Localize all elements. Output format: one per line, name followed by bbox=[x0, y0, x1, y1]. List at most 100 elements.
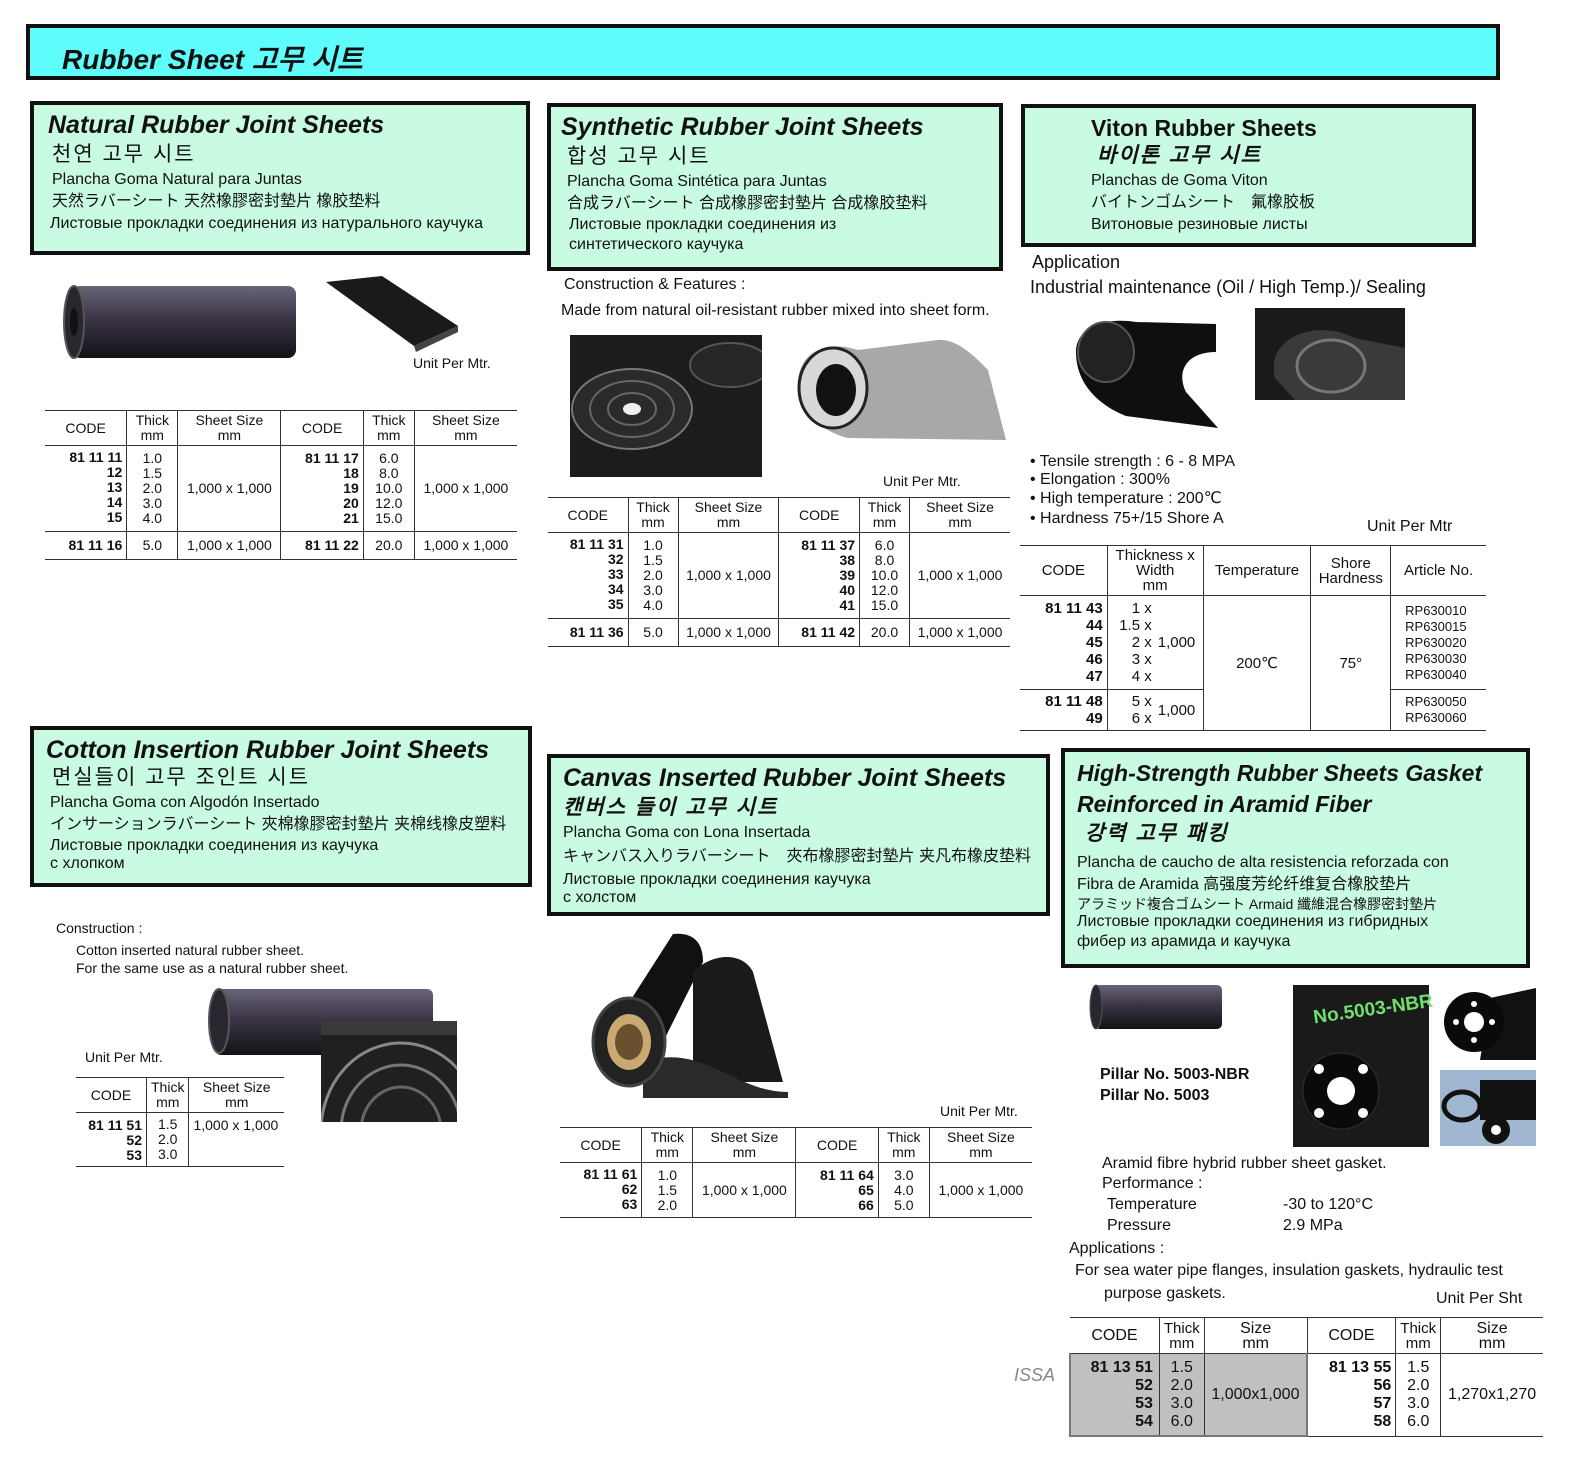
cotton-thick: 1.5 2.0 3.0 bbox=[145, 1112, 189, 1167]
natural-header: Natural Rubber Joint Sheets 천연 고무 시트 Pla… bbox=[30, 101, 530, 255]
canvas-size-left: 1,000 x 1,000 bbox=[692, 1162, 796, 1218]
synthetic-title: Synthetic Rubber Joint Sheets bbox=[561, 113, 924, 141]
viton-thick-1: 1 x 1.5 x 2 x 3 x 4 x bbox=[1119, 600, 1152, 685]
natural-asian: 天然ラバーシート 天然橡膠密封墊片 橡胶垫料 bbox=[52, 193, 381, 210]
table-row: 81 11 11 12 13 14 15 1.0 1.5 2.0 3.0 4.0… bbox=[45, 445, 517, 532]
cotton-closeup-image bbox=[321, 1021, 457, 1122]
table-row: 81 11 61 62 63 1.0 1.5 2.0 1,000 x 1,000… bbox=[560, 1162, 1032, 1218]
table-row: 81 11 36 5.0 1,000 x 1,000 81 11 42 20.0… bbox=[548, 618, 1010, 647]
cotton-asian: インサーションラバーシート 夾棉橡膠密封墊片 夹棉线橡皮塑料 bbox=[50, 816, 507, 833]
aramid-issa-mark: ISSA bbox=[1014, 1365, 1056, 1385]
synthetic-size-36: 1,000 x 1,000 bbox=[677, 618, 779, 647]
synthetic-codes-left: 81 11 31 32 33 34 35 bbox=[569, 536, 624, 612]
viton-application-label: Application bbox=[1032, 252, 1121, 272]
aramid-product-tag: No.5003-NBR bbox=[1312, 990, 1435, 1029]
viton-feature-3: • High temperature : 200℃ bbox=[1030, 490, 1222, 507]
viton-col-article: Article No. bbox=[1390, 545, 1486, 596]
aramid-header: High-Strength Rubber Sheets Gasket Reinf… bbox=[1061, 748, 1530, 968]
aramid-description: Aramid fibre hybrid rubber sheet gasket. bbox=[1102, 1155, 1387, 1172]
table-row: 81 11 48 49 5 x 6 x 1,000 RP630050 RP630… bbox=[1020, 689, 1486, 731]
synthetic-russian2: синтетического каучука bbox=[569, 236, 744, 253]
viton-articles-1: RP630010 RP630015 RP630020 RP630030 RP63… bbox=[1390, 595, 1486, 690]
natural-size-right: 1,000 x 1,000 bbox=[413, 445, 517, 532]
natural-thick-right: 6.0 8.0 10.0 12.0 15.0 bbox=[362, 445, 415, 532]
natural-size-16: 1,000 x 1,000 bbox=[177, 531, 281, 560]
natural-korean: 천연 고무 시트 bbox=[52, 143, 196, 166]
natural-col-code1: CODE bbox=[45, 410, 127, 446]
viton-application-text: Industrial maintenance (Oil / High Temp.… bbox=[1030, 277, 1426, 297]
cotton-col-code: CODE bbox=[76, 1077, 147, 1113]
cotton-spanish: Plancha Goma con Algodón Insertado bbox=[50, 794, 320, 811]
synthetic-code-36: 81 11 36 bbox=[548, 618, 629, 647]
synthetic-col-code1: CODE bbox=[548, 497, 629, 533]
synthetic-size-left: 1,000 x 1,000 bbox=[677, 532, 779, 619]
viton-col-code: CODE bbox=[1020, 545, 1108, 596]
aramid-spanish1: Plancha de caucho de alta resistencia re… bbox=[1077, 854, 1449, 871]
aramid-thick-right: 1.5 2.0 3.0 6.0 bbox=[1395, 1353, 1441, 1437]
aramid-temperature-value: -30 to 120°C bbox=[1283, 1196, 1374, 1213]
synthetic-thick-right: 6.0 8.0 10.0 12.0 15.0 bbox=[859, 532, 910, 619]
synthetic-russian1: Листовые прокладки соединения из bbox=[569, 216, 837, 233]
synthetic-korean: 합성 고무 시트 bbox=[567, 145, 711, 168]
natural-russian: Листовые прокладки соединения из натурал… bbox=[50, 215, 484, 232]
aramid-russian2: фибер из арамида и каучука bbox=[1077, 933, 1291, 950]
synthetic-size-right: 1,000 x 1,000 bbox=[909, 532, 1010, 619]
canvas-col-code2: CODE bbox=[795, 1127, 879, 1163]
aramid-korean: 강력 고무 패킹 bbox=[1085, 822, 1229, 845]
aramid-applications-label: Applications : bbox=[1069, 1240, 1165, 1257]
aramid-thick-left: 1.5 2.0 3.0 6.0 bbox=[1158, 1353, 1205, 1437]
gasket-shape-icon bbox=[1302, 1052, 1380, 1130]
canvas-rolls-image bbox=[591, 933, 788, 1098]
aramid-applications-line1: For sea water pipe flanges, insulation g… bbox=[1075, 1262, 1503, 1279]
viton-hardness: 75° bbox=[1310, 595, 1391, 731]
aramid-codes-left: 81 13 51 52 53 54 bbox=[1068, 1353, 1160, 1437]
synthetic-codes-right: 81 11 37 38 39 40 41 bbox=[778, 532, 860, 619]
aramid-flange-image bbox=[1440, 988, 1536, 1060]
natural-roll-image bbox=[63, 285, 296, 359]
canvas-thick-right: 3.0 4.0 5.0 bbox=[877, 1162, 930, 1218]
synthetic-code-42: 81 11 42 bbox=[778, 618, 860, 647]
cotton-construction-label: Construction : bbox=[56, 920, 143, 936]
aramid-gasket-image: No.5003-NBR bbox=[1293, 985, 1434, 1147]
cotton-codes: 81 11 51 52 53 bbox=[76, 1112, 147, 1167]
viton-feature-2: • Elongation : 300% bbox=[1030, 471, 1170, 488]
canvas-codes-left: 81 11 61 62 63 bbox=[560, 1162, 642, 1218]
aramid-asian: アラミッド複合ゴムシート Armaid 纖維混合橡膠密封墊片 bbox=[1077, 896, 1438, 912]
natural-code-22: 81 11 22 bbox=[280, 531, 364, 560]
natural-size-left: 1,000 x 1,000 bbox=[177, 445, 281, 532]
synthetic-spanish: Plancha Goma Sintética para Juntas bbox=[567, 173, 827, 190]
aramid-temperature-label: Temperature bbox=[1107, 1196, 1197, 1213]
viton-codes-1: 81 11 43 44 45 46 47 bbox=[1045, 600, 1103, 685]
aramid-title2: Reinforced in Aramid Fiber bbox=[1077, 791, 1372, 817]
aramid-russian1: Листовые прокладки соединения из гибридн… bbox=[1077, 913, 1429, 930]
page-banner: Rubber Sheet 고무 시트 bbox=[26, 24, 1500, 80]
table-row: 81 11 51 52 53 1.5 2.0 3.0 1,000 x 1,000 bbox=[76, 1112, 284, 1167]
table-row: 81 11 43 44 45 46 47 1 x 1.5 x 2 x 3 x 4… bbox=[1020, 595, 1486, 731]
aramid-size-right: 1,270x1,270 bbox=[1440, 1353, 1543, 1437]
canvas-title: Canvas Inserted Rubber Joint Sheets bbox=[563, 764, 1007, 792]
aramid-roll-image bbox=[1089, 984, 1222, 1030]
synthetic-construction-label: Construction & Features : bbox=[564, 276, 746, 293]
aramid-ring-image bbox=[1440, 1070, 1536, 1146]
cotton-header: Cotton Insertion Rubber Joint Sheets 면실들… bbox=[30, 726, 532, 887]
page-title: Rubber Sheet 고무 시트 bbox=[62, 44, 363, 75]
aramid-codes-right: 81 13 55 56 57 58 bbox=[1306, 1353, 1396, 1437]
canvas-unit: Unit Per Mtr. bbox=[940, 1103, 1018, 1119]
canvas-russian1: Листовые прокладки соединения каучука bbox=[563, 871, 871, 888]
natural-codes-left: 81 11 11 12 13 14 15 bbox=[69, 449, 123, 525]
